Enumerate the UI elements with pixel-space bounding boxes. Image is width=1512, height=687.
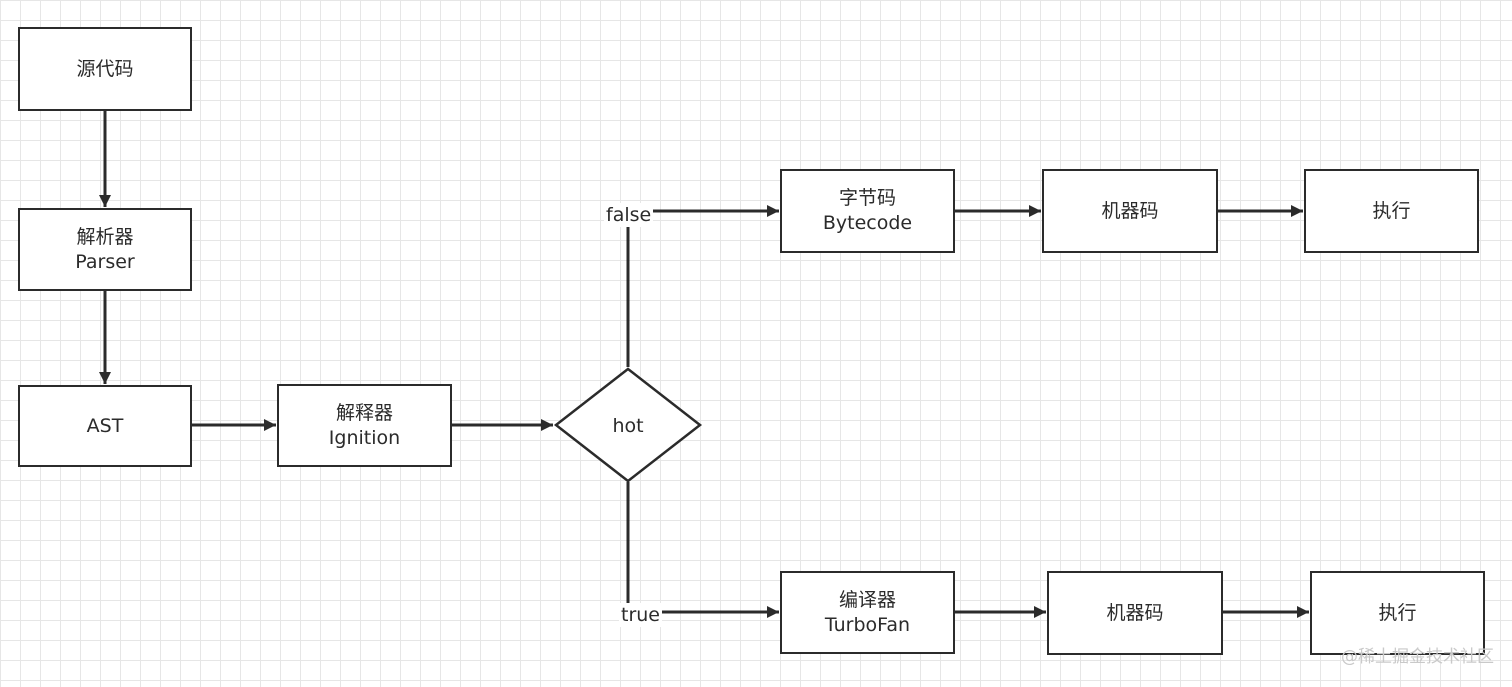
hot-decision-label: hot [612, 415, 644, 437]
node-execute-bottom: 执行 [1310, 571, 1485, 655]
node-machine-code-bottom-label: 机器码 [1106, 601, 1164, 624]
node-bytecode-label-cn: 字节码 [838, 187, 896, 209]
node-ast-label: AST [86, 414, 124, 437]
node-compiler: 编译器 TurboFan [780, 571, 955, 654]
hot-decision-diamond [553, 367, 703, 483]
node-parser-label-cn: 解析器 [76, 225, 134, 248]
watermark: @稀土掘金技术社区 [1341, 647, 1494, 667]
node-bytecode-label-en: Bytecode [822, 212, 913, 234]
node-parser: 解析器 Parser [18, 208, 192, 291]
edge-label-false: false [604, 203, 654, 227]
node-bytecode: 字节码 Bytecode [780, 169, 955, 253]
edge-hot-true-to-compiler [626, 482, 779, 618]
node-compiler-label-cn: 编译器 [838, 588, 896, 611]
node-interpreter: 解释器 Ignition [277, 384, 452, 467]
node-execute-top: 执行 [1304, 169, 1479, 253]
node-source-code: 源代码 [18, 27, 192, 111]
node-compiler-label-en: TurboFan [824, 613, 911, 636]
node-machine-code-top-label: 机器码 [1101, 199, 1159, 222]
node-machine-code-top: 机器码 [1042, 169, 1218, 253]
node-interpreter-label-en: Ignition [328, 426, 401, 449]
node-machine-code-bottom: 机器码 [1047, 571, 1223, 655]
node-ast: AST [18, 385, 192, 467]
node-source-code-label: 源代码 [76, 57, 134, 80]
edge-label-true: true [619, 603, 662, 627]
node-interpreter-label-cn: 解释器 [335, 401, 393, 424]
node-parser-label-en: Parser [75, 250, 135, 273]
node-execute-bottom-label: 执行 [1378, 601, 1417, 624]
node-execute-top-label: 执行 [1372, 199, 1411, 222]
edge-hot-false-to-bytecode [626, 205, 779, 367]
